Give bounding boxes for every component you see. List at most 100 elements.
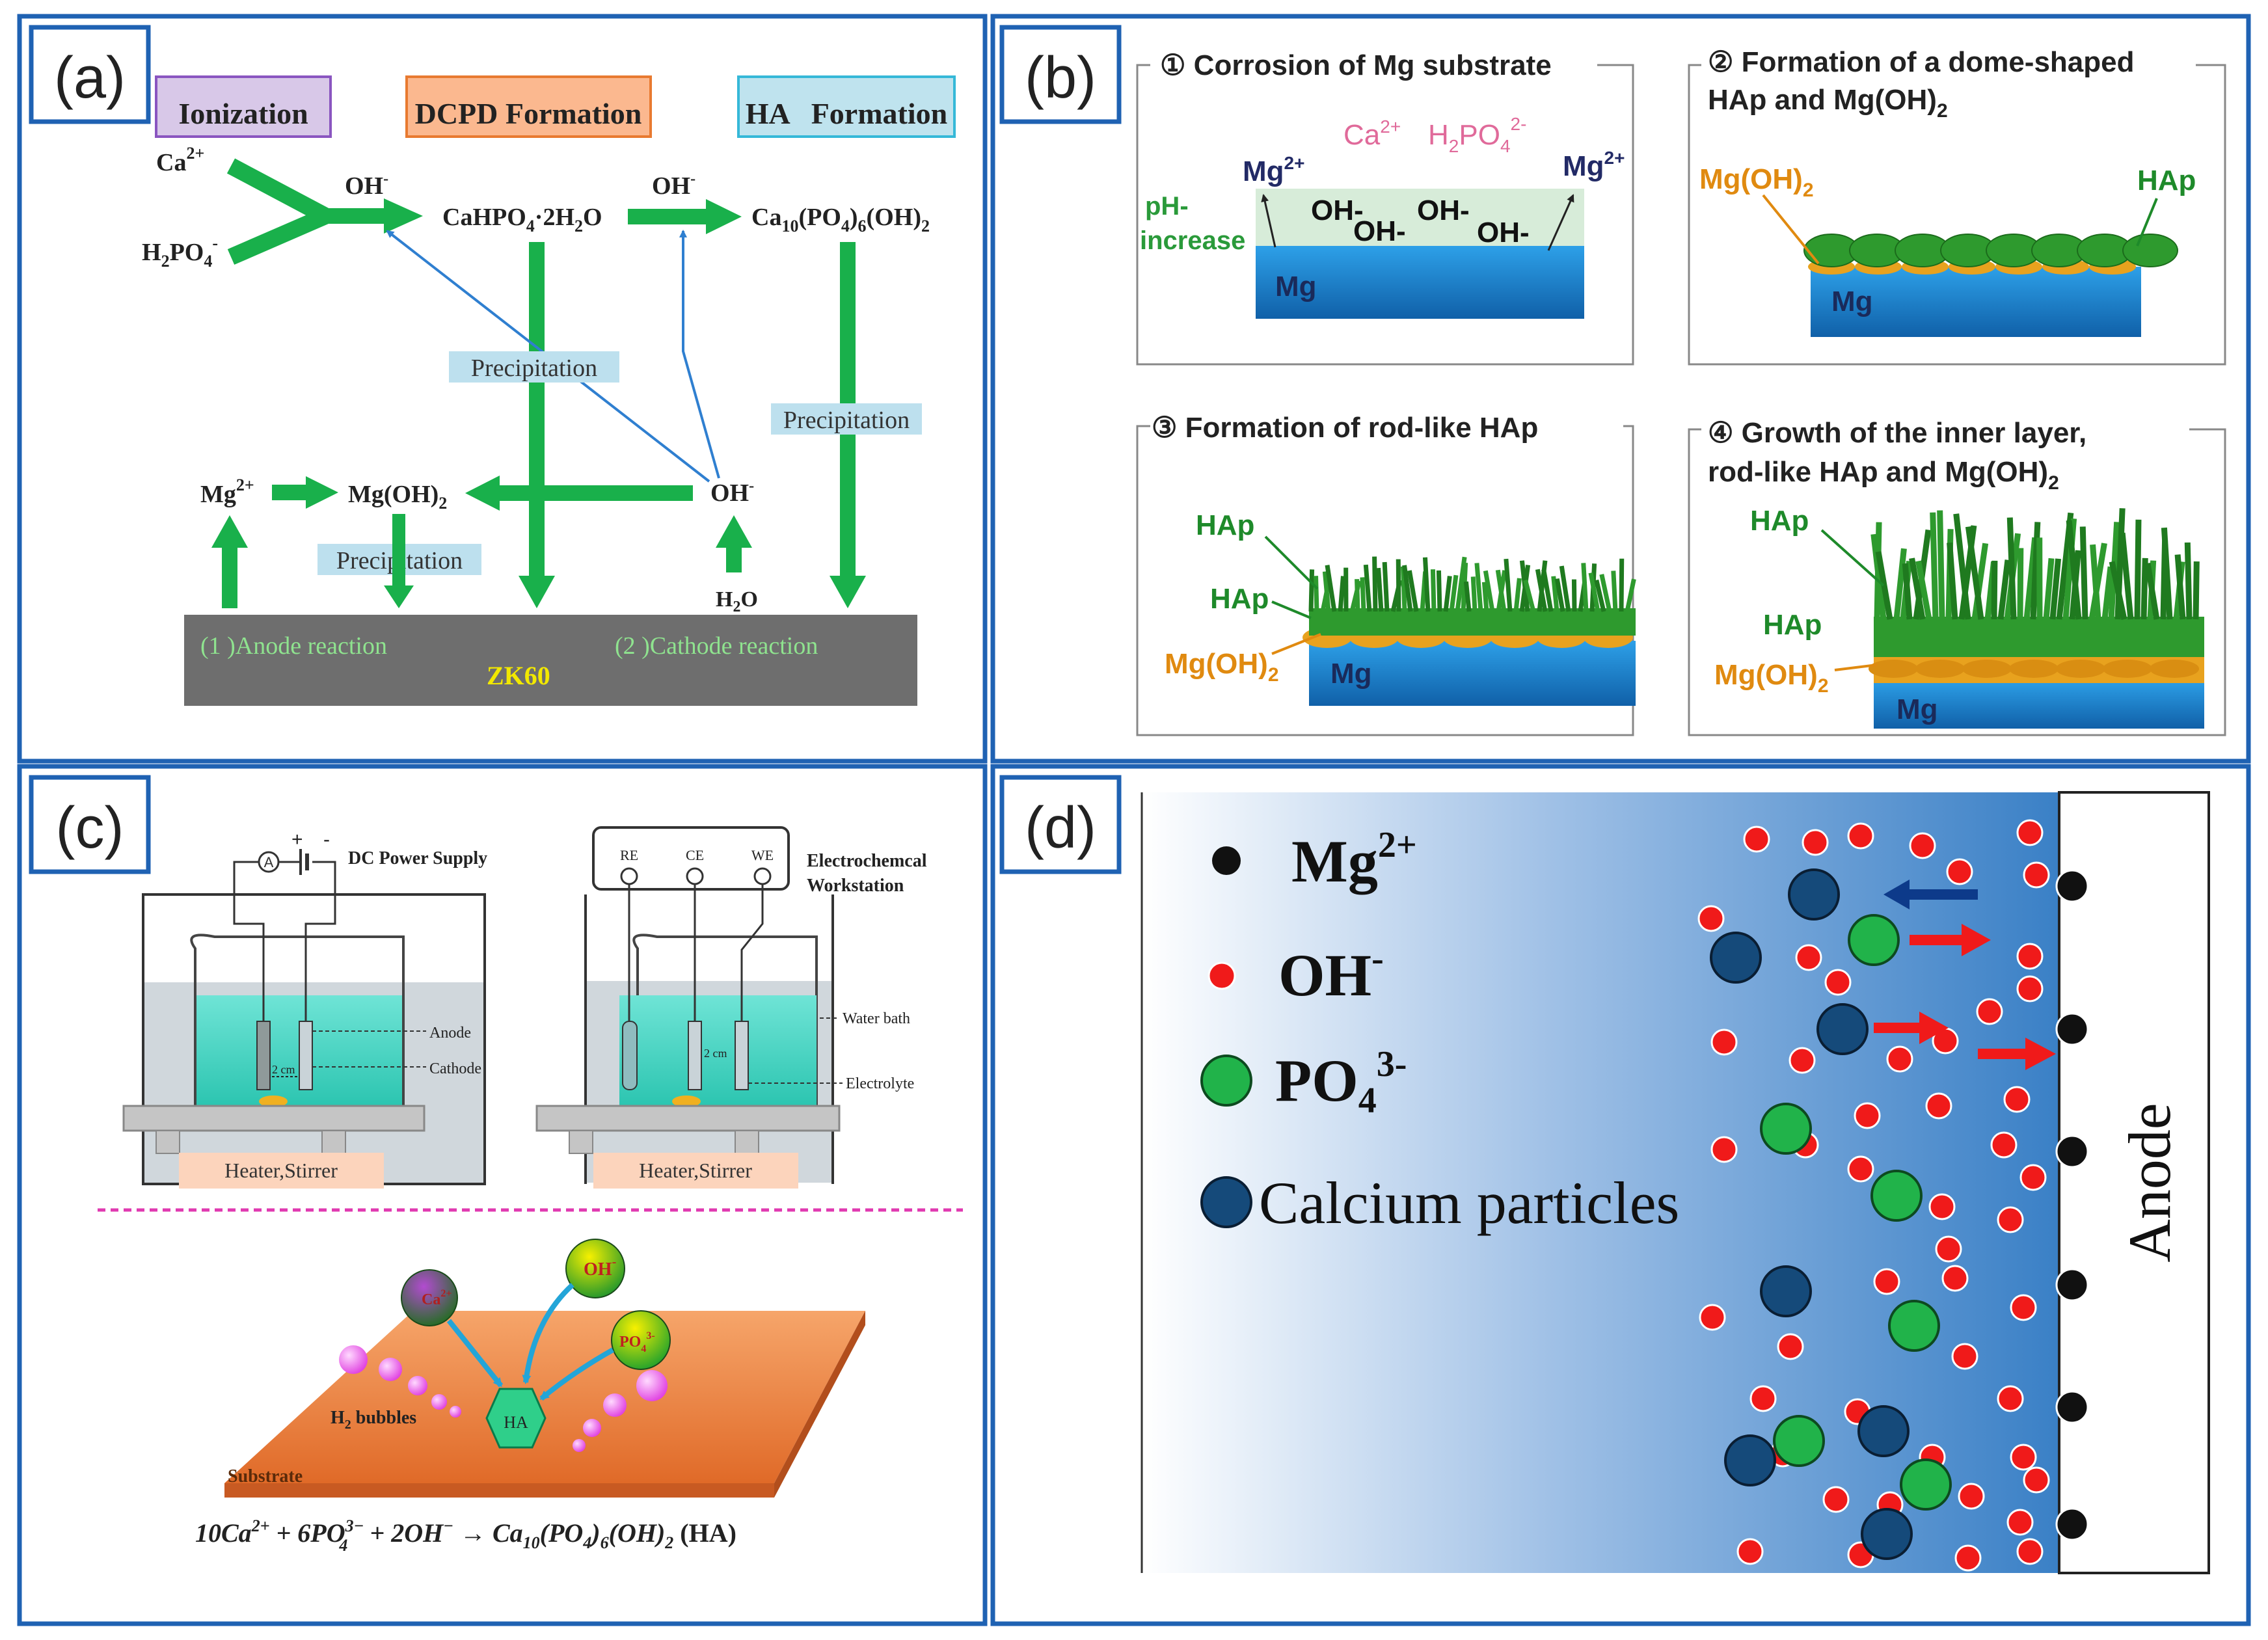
precip-box-1	[449, 351, 619, 383]
re-electrode	[622, 1021, 638, 1090]
mgoh-dome	[2103, 660, 2152, 678]
svg-text:(b): (b)	[1025, 46, 1096, 111]
h2-bubbles-label: H2 bubbles	[331, 1408, 416, 1432]
anode-plate	[2058, 791, 2210, 1574]
step3-mg-label: Mg	[1330, 658, 1372, 690]
step2-mg-label: Mg	[1831, 286, 1873, 317]
panel-d: Anode Mg2+ OH- PO43- Calcium particles	[1141, 791, 2210, 1574]
dcpd-precip-arrowhead	[519, 576, 555, 608]
legend: Mg2+ OH- PO43- Calcium particles	[1200, 825, 1679, 1236]
hap-rod	[1504, 558, 1513, 612]
oh-particle	[2023, 861, 2050, 889]
svg-text:(d): (d)	[1025, 796, 1096, 861]
mg-ion-dot	[2055, 1390, 2089, 1424]
oh-particle	[1946, 858, 1973, 885]
ha-precip-arrowhead	[830, 576, 866, 608]
substrate-plate-side	[774, 1311, 865, 1498]
step4-title-2: rod-like HAp and Mg(OH)2	[1708, 456, 2059, 494]
left-gap-label: 2 cm	[272, 1063, 295, 1076]
oh-particle	[1710, 1028, 1738, 1056]
mg-ions-at-anode	[2055, 869, 2089, 1541]
panel-b-border	[990, 14, 2251, 764]
step2-mgoh-label: Mg(OH)2	[1699, 163, 1814, 201]
hap-rod	[1523, 579, 1536, 612]
mgoh-dome	[1869, 660, 1918, 678]
oh-to-ha-arrow	[522, 1283, 574, 1384]
hap-rod	[2066, 520, 2082, 620]
hap-rod	[1953, 513, 1971, 620]
reaction-equation: 10Ca2+ + 6PO3−4 + 2OH− → Ca10(PO4)6(OH)2…	[195, 1516, 736, 1555]
anode-up-arrowhead	[211, 515, 248, 548]
dc-supply-label: DC Power Supply	[348, 848, 487, 868]
ionization-box	[155, 75, 332, 138]
we-wire	[740, 884, 764, 1021]
hap-rod	[1402, 565, 1413, 612]
calcium-particle	[1816, 1003, 1869, 1055]
hap-rod	[1430, 569, 1437, 612]
cathode-label-c: Cathode	[429, 1060, 481, 1077]
bubble-6	[636, 1370, 668, 1401]
legend-oh-label: OH-	[1278, 939, 1384, 1008]
hap-rod	[1997, 559, 2011, 620]
step1-oh-3: OH-	[1417, 195, 1470, 226]
oh-particle	[2023, 1466, 2050, 1494]
step3-hap-top: HAp	[1196, 509, 1254, 541]
po4-particle	[1848, 914, 1900, 966]
hap-rod	[2006, 517, 2017, 620]
panel-c-tag: (c)	[29, 775, 151, 874]
hap-rod	[1360, 577, 1366, 612]
h2o-formula: H2O	[716, 587, 758, 615]
hap-rod	[1554, 578, 1565, 612]
step3-mgoh-label: Mg(OH)2	[1165, 648, 1279, 686]
oh-particle	[1928, 1193, 1956, 1220]
legend-po4-label: PO43-	[1275, 1044, 1407, 1121]
bubble-3	[408, 1376, 427, 1395]
hap-rod	[1551, 576, 1559, 612]
oh-ion-ball	[565, 1239, 625, 1298]
step4-hap-mid: HAp	[1763, 609, 1822, 641]
panel-b: ① Corrosion of Mg substrate Mg Ca2+ H2PO…	[1136, 46, 2226, 736]
mg-ion-dot	[2055, 1012, 2089, 1046]
ce-electrode	[688, 1021, 702, 1090]
oh-particle	[1997, 1206, 2024, 1233]
hap-rod	[1363, 564, 1372, 612]
legend-mg-icon	[1212, 846, 1241, 875]
hap-rod	[2043, 558, 2055, 620]
step3-hap-top-leader	[1264, 535, 1319, 590]
reaction-scheme: Substrate H2 bubbles HA Ca2+ OH- PO43-	[224, 1239, 865, 1498]
step4-hap-layer	[1874, 617, 2204, 657]
oh-arrow-2-head	[1919, 1012, 1949, 1044]
hap-rod	[1594, 579, 1606, 612]
oh-to-mgoh-arrowhead	[465, 476, 500, 511]
step4-mgoh-leader	[1834, 664, 1878, 671]
hap-rod	[1581, 563, 1589, 612]
hap-rod	[1355, 579, 1360, 612]
hap-rod	[1619, 558, 1625, 612]
hap-rod	[1991, 560, 1998, 620]
right-foot-1	[569, 1130, 593, 1154]
mg-ion-dot	[2055, 1507, 2089, 1541]
bubble-7	[603, 1393, 627, 1417]
oh-particle	[1958, 1483, 1985, 1510]
step3-hap-mid: HAp	[1210, 583, 1269, 615]
step4-box: ④ Growth of the inner layer, rod-like HA…	[1688, 417, 2226, 736]
oh-particle	[1743, 826, 1770, 853]
oh-particle	[2010, 1294, 2037, 1321]
hap-rod	[1474, 563, 1483, 612]
ionization-label: Ionization	[178, 97, 308, 130]
hap-rod	[1875, 551, 1893, 620]
hap-rod	[2134, 519, 2142, 620]
step3-title: ③ Formation of rod-like HAp	[1152, 412, 1538, 444]
po4-particle	[1900, 1459, 1952, 1511]
svg-text:(a): (a)	[54, 46, 126, 111]
dcpd-box	[405, 75, 652, 138]
panel-a: Ionization DCPD Formation HA Formation C…	[142, 75, 956, 706]
substrate-label: Substrate	[228, 1466, 303, 1486]
right-gap-label: 2 cm	[704, 1047, 727, 1060]
oh-particle	[1789, 1047, 1816, 1074]
oh-particle	[2016, 1538, 2044, 1565]
mg-ion-dot	[2055, 1135, 2089, 1168]
mg-release-arrowhead	[1883, 880, 1910, 909]
anode-label-c: Anode	[429, 1025, 471, 1042]
